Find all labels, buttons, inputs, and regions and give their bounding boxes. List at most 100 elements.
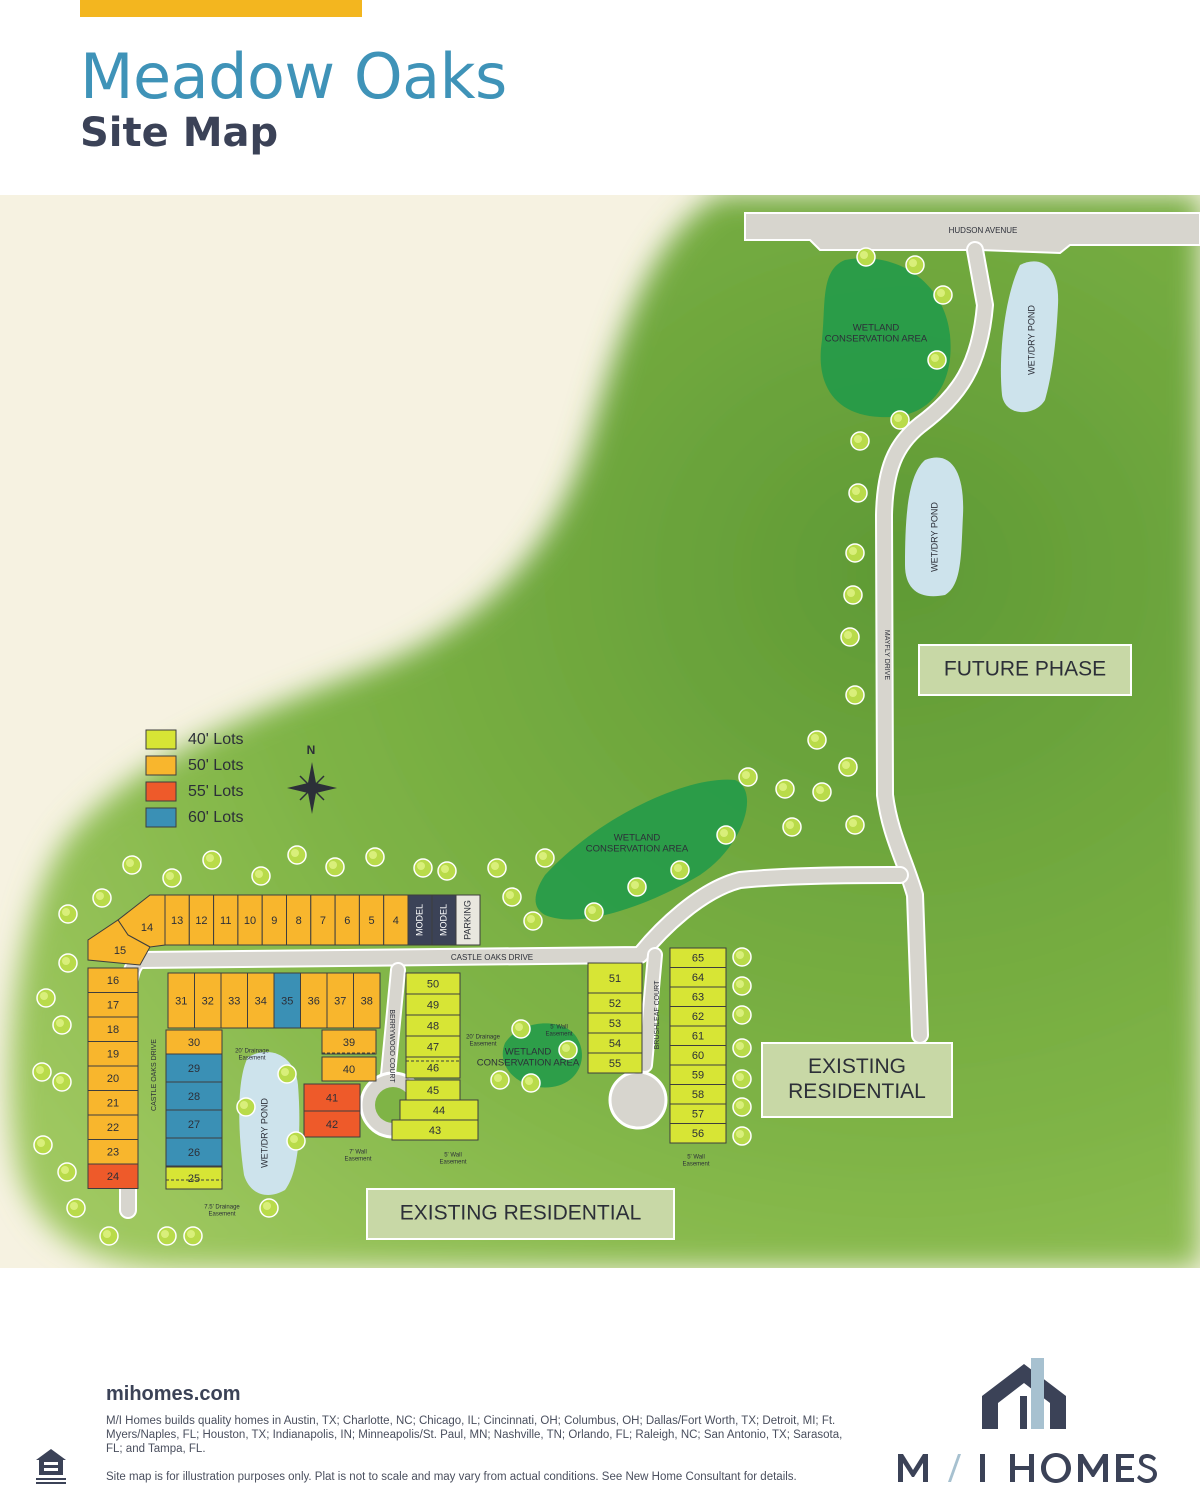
wall-easement-5a-label: Easement xyxy=(439,1159,466,1165)
lot-12-number: 12 xyxy=(195,915,207,927)
tree-highlight-icon xyxy=(491,862,499,870)
tree-highlight-icon xyxy=(588,906,596,914)
legend-swatch-2 xyxy=(145,781,177,802)
lot-43-number: 43 xyxy=(429,1125,441,1137)
page-subtitle: Site Map xyxy=(80,110,279,156)
existing-residential-east-label-text: RESIDENTIAL xyxy=(788,1080,926,1103)
parking-label: PARKING xyxy=(462,900,472,940)
legend-swatch-0 xyxy=(145,729,177,750)
road-label-castle-oaks: CASTLE OAKS DRIVE xyxy=(451,953,533,962)
tree-highlight-icon xyxy=(674,864,682,872)
footer-description: M/I Homes builds quality homes in Austin… xyxy=(106,1415,843,1455)
lot-10 xyxy=(237,894,263,946)
legend-label-1: 50' Lots xyxy=(188,757,244,774)
drainage-easement-a-label: 20' Drainage xyxy=(235,1049,269,1055)
lot-30-number: 30 xyxy=(188,1037,200,1049)
tree-highlight-icon xyxy=(742,771,750,779)
lot-58-number: 58 xyxy=(692,1089,704,1101)
tree-highlight-icon xyxy=(56,1076,64,1084)
tree-highlight-icon xyxy=(816,786,824,794)
lot-29 xyxy=(165,1053,223,1083)
tree-highlight-icon xyxy=(417,862,425,870)
lot-34-number: 34 xyxy=(255,995,267,1007)
lot-27 xyxy=(165,1109,223,1139)
lot-65-number: 65 xyxy=(692,953,704,965)
wetland-north-label: CONSERVATION AREA xyxy=(825,333,928,344)
lot-25-number: 25 xyxy=(188,1173,200,1185)
tree-highlight-icon xyxy=(527,915,535,923)
tree-highlight-icon xyxy=(736,1042,744,1050)
existing-residential-east-label-text: EXISTING xyxy=(808,1055,906,1078)
tree-highlight-icon xyxy=(329,861,337,869)
tree-highlight-icon xyxy=(36,1066,44,1074)
lot-20 xyxy=(87,1065,139,1091)
lot-33-number: 33 xyxy=(228,995,240,1007)
lot-36-number: 36 xyxy=(308,995,320,1007)
lot-9-number: 9 xyxy=(271,915,277,927)
wall-easement-7-label: 7' Wall xyxy=(349,1150,367,1156)
berrywood-court xyxy=(382,964,404,1081)
pond-south-label: WET/DRY POND xyxy=(259,1098,269,1168)
tree-highlight-icon xyxy=(515,1023,523,1031)
legend-label-2: 55' Lots xyxy=(188,783,244,800)
lot-18-number: 18 xyxy=(107,1024,119,1036)
lot-26-number: 26 xyxy=(188,1147,200,1159)
wetland-south xyxy=(502,1023,582,1088)
footer-url[interactable]: mihomes.com xyxy=(106,1383,241,1405)
road-label-brushleaf: BRUSHLEAF COURT xyxy=(654,980,661,1049)
lot-52-number: 52 xyxy=(609,998,621,1010)
lot-42-number: 42 xyxy=(326,1119,338,1131)
tree-highlight-icon xyxy=(931,354,939,362)
lot-22 xyxy=(87,1114,139,1140)
tree-highlight-icon xyxy=(736,980,744,988)
lot-13 xyxy=(164,894,190,946)
wall-easement-5c-label: Easement xyxy=(682,1161,709,1167)
tree-highlight-icon xyxy=(909,259,917,267)
mi-homes-logo xyxy=(898,1358,1157,1483)
tree-highlight-icon xyxy=(849,547,857,555)
existing-residential-east-label xyxy=(761,1042,953,1118)
tree-highlight-icon xyxy=(736,951,744,959)
lot-48-number: 48 xyxy=(427,1020,439,1032)
lot-15 xyxy=(87,919,151,966)
lot-17-number: 17 xyxy=(107,1000,119,1012)
existing-residential-south-label-text: EXISTING RESIDENTIAL xyxy=(400,1202,642,1225)
tree-highlight-icon xyxy=(70,1202,78,1210)
lot-50-number: 50 xyxy=(427,978,439,990)
lot-43 xyxy=(391,1119,479,1141)
compass-diagonals xyxy=(299,775,325,801)
tree-highlight-icon xyxy=(854,435,862,443)
lot-24 xyxy=(87,1163,139,1189)
tree-highlight-icon xyxy=(631,881,639,889)
lot-42 xyxy=(303,1110,361,1138)
lot-34 xyxy=(247,972,275,1029)
tree-highlight-icon xyxy=(291,849,299,857)
wetland-mid-label: CONSERVATION AREA xyxy=(586,843,689,854)
lot-23-number: 23 xyxy=(107,1147,119,1159)
drainage-easement-75-label: Easement xyxy=(208,1211,235,1217)
lot-46 xyxy=(405,1056,461,1079)
lot-19-number: 19 xyxy=(107,1049,119,1061)
model-2-label: MODEL xyxy=(438,904,448,936)
tree-highlight-icon xyxy=(494,1074,502,1082)
lot-6-number: 6 xyxy=(344,915,350,927)
tree-highlight-icon xyxy=(61,1166,69,1174)
tree-highlight-icon xyxy=(525,1077,533,1085)
lot-8-number: 8 xyxy=(296,915,302,927)
lot-56 xyxy=(669,1123,727,1144)
tree-highlight-icon xyxy=(62,908,70,916)
tree-highlight-icon xyxy=(166,872,174,880)
lot-31 xyxy=(167,972,195,1029)
lot-49-number: 49 xyxy=(427,999,439,1011)
brushleaf-cul-de-sac xyxy=(608,1070,668,1130)
lot-32-number: 32 xyxy=(202,995,214,1007)
parking-area xyxy=(455,894,481,946)
wetland-mid xyxy=(535,779,748,920)
lot-62-number: 62 xyxy=(692,1011,704,1023)
lot-40-number: 40 xyxy=(343,1064,355,1076)
lot-26 xyxy=(165,1137,223,1167)
wetland-north-label: WETLAND xyxy=(853,323,900,334)
lot-39 xyxy=(321,1029,377,1055)
tree-highlight-icon xyxy=(441,865,449,873)
